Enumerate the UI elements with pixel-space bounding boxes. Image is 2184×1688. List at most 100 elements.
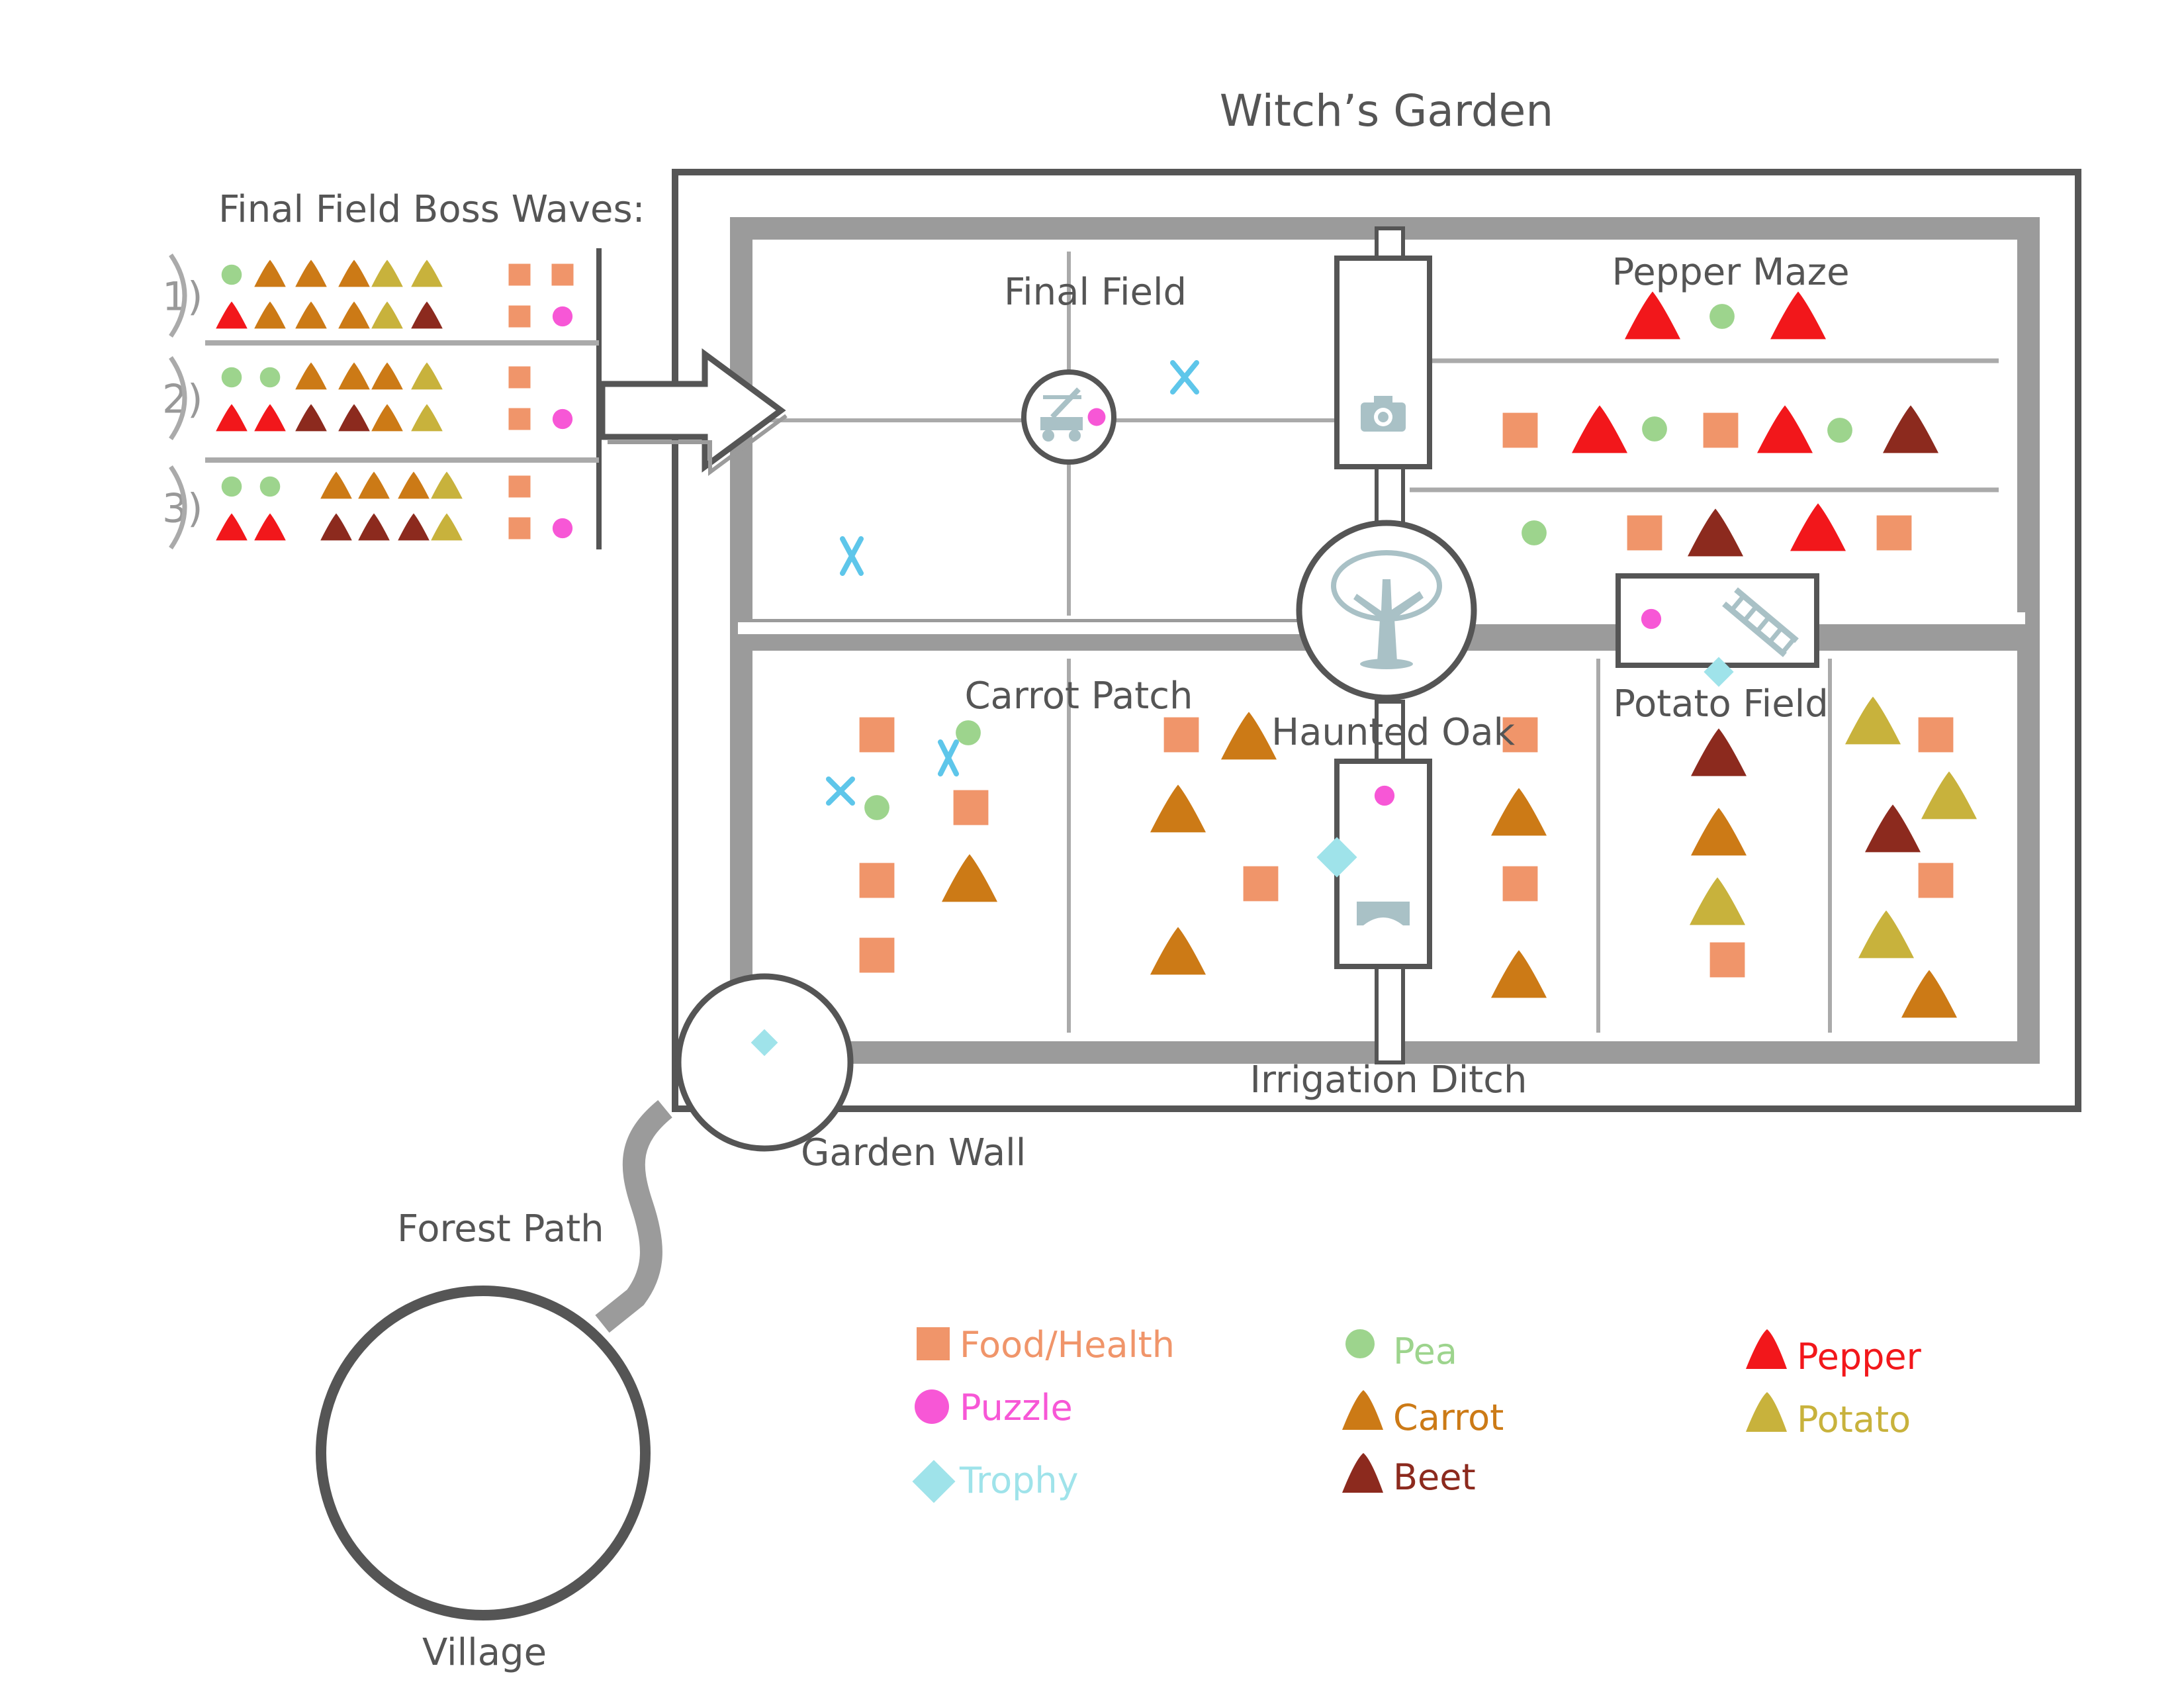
map-title: Witch’s Garden bbox=[1220, 85, 1553, 136]
potato-enemy bbox=[371, 259, 403, 287]
carrot-enemy bbox=[254, 259, 286, 287]
wave-bracket bbox=[169, 254, 187, 338]
pepper-enemy bbox=[1790, 503, 1846, 551]
beet-enemy bbox=[320, 513, 352, 541]
potato-enemy bbox=[1921, 771, 1977, 820]
pea-enemy bbox=[259, 367, 281, 388]
legend-puzzle-label: Puzzle bbox=[960, 1387, 1073, 1429]
carrot-enemy bbox=[295, 259, 327, 287]
carrot-enemy bbox=[1901, 970, 1957, 1018]
carrot-enemy bbox=[1491, 788, 1547, 836]
potato-enemy bbox=[411, 259, 443, 287]
pea-enemy bbox=[1827, 418, 1852, 443]
pepper-enemy bbox=[1625, 291, 1680, 340]
garden-wall-node bbox=[675, 973, 854, 1152]
food-item bbox=[1502, 717, 1538, 753]
food-item bbox=[1243, 866, 1279, 902]
legend-pea-swatch bbox=[1345, 1329, 1375, 1358]
carrot-enemy bbox=[358, 471, 390, 499]
waves-title: Final Field Boss Waves: bbox=[218, 188, 645, 231]
beet-enemy bbox=[1865, 804, 1921, 853]
label-irrigation-ditch: Irrigation Ditch bbox=[1250, 1058, 1527, 1102]
food-item bbox=[1502, 412, 1538, 448]
waves-panel: 1)2)3) bbox=[162, 254, 574, 549]
potato-enemy bbox=[431, 513, 463, 541]
food-item bbox=[953, 790, 989, 825]
potato-enemy bbox=[1690, 877, 1745, 925]
beet-enemy bbox=[1691, 728, 1747, 776]
food-item bbox=[1502, 866, 1538, 902]
entry-arrow bbox=[599, 348, 786, 473]
catapult-icon bbox=[1040, 387, 1083, 442]
village-node bbox=[316, 1286, 651, 1620]
legend-food-swatch bbox=[917, 1327, 950, 1360]
label-garden-wall: Garden Wall bbox=[801, 1131, 1026, 1174]
label-carrot-patch: Carrot Patch bbox=[964, 675, 1193, 718]
food-item bbox=[1918, 717, 1954, 753]
puzzle-item bbox=[1641, 608, 1662, 630]
pepper-enemy bbox=[1757, 405, 1813, 453]
carrot-enemy bbox=[398, 471, 430, 499]
beet-enemy bbox=[295, 404, 327, 432]
pepper-enemy bbox=[254, 513, 286, 541]
puzzle-item bbox=[552, 408, 573, 430]
beet-enemy bbox=[358, 513, 390, 541]
legend-puzzle-swatch bbox=[915, 1389, 949, 1424]
carrot-enemy bbox=[338, 259, 370, 287]
carrot-enemy bbox=[338, 362, 370, 390]
food-item bbox=[508, 305, 531, 328]
x-mark bbox=[826, 776, 855, 806]
wave-bracket bbox=[169, 465, 187, 549]
label-haunted-oak: Haunted Oak bbox=[1271, 711, 1516, 754]
pea-enemy bbox=[221, 367, 242, 388]
label-village: Village bbox=[422, 1631, 547, 1674]
puzzle-item bbox=[1087, 408, 1106, 426]
tree-icon bbox=[1331, 550, 1442, 669]
food-item bbox=[508, 366, 531, 389]
pea-enemy bbox=[1522, 520, 1547, 545]
carrot-enemy bbox=[295, 362, 327, 390]
carrot-enemy bbox=[1150, 784, 1206, 833]
legend: Food/Health Puzzle Trophy Pea Carrot Bee… bbox=[912, 1324, 1922, 1503]
beet-enemy bbox=[1883, 405, 1938, 453]
potato-enemy bbox=[371, 301, 403, 329]
legend-pepper-swatch bbox=[1746, 1329, 1787, 1369]
carrot-enemy bbox=[1150, 927, 1206, 975]
camera-icon bbox=[1361, 396, 1406, 432]
potato-enemy bbox=[1845, 696, 1901, 745]
pepper-enemy bbox=[254, 404, 286, 432]
carrot-enemy bbox=[371, 404, 403, 432]
beet-enemy bbox=[398, 513, 430, 541]
pepper-enemy bbox=[1572, 405, 1627, 453]
carrot-enemy bbox=[295, 301, 327, 329]
carrot-enemy bbox=[254, 301, 286, 329]
food-item bbox=[508, 517, 531, 539]
beet-enemy bbox=[1688, 508, 1743, 557]
puzzle-item bbox=[552, 306, 573, 327]
legend-trophy-label: Trophy bbox=[959, 1460, 1079, 1501]
legend-beet-swatch bbox=[1342, 1453, 1383, 1493]
food-item bbox=[508, 408, 531, 430]
legend-carrot-swatch bbox=[1342, 1390, 1383, 1430]
food-item bbox=[1876, 515, 1912, 551]
food-item bbox=[1703, 412, 1739, 448]
trophy-item bbox=[751, 1029, 778, 1056]
legend-food-label: Food/Health bbox=[960, 1324, 1175, 1366]
food-item bbox=[1709, 942, 1745, 978]
legend-beet-label: Beet bbox=[1393, 1456, 1476, 1498]
label-pepper-maze: Pepper Maze bbox=[1612, 251, 1849, 294]
pea-enemy bbox=[864, 795, 889, 820]
pepper-enemy bbox=[1770, 291, 1826, 340]
pea-enemy bbox=[956, 720, 981, 745]
pea-enemy bbox=[221, 476, 242, 497]
food-item bbox=[1918, 863, 1954, 898]
label-forest-path: Forest Path bbox=[397, 1207, 604, 1250]
potato-enemy bbox=[1858, 910, 1914, 959]
pea-enemy bbox=[259, 476, 281, 497]
food-item bbox=[508, 263, 531, 286]
pepper-enemy bbox=[216, 404, 248, 432]
label-final-field: Final Field bbox=[1004, 271, 1187, 314]
camera-room bbox=[1334, 256, 1432, 469]
trophy-item bbox=[1704, 657, 1734, 687]
food-item bbox=[1627, 515, 1662, 551]
